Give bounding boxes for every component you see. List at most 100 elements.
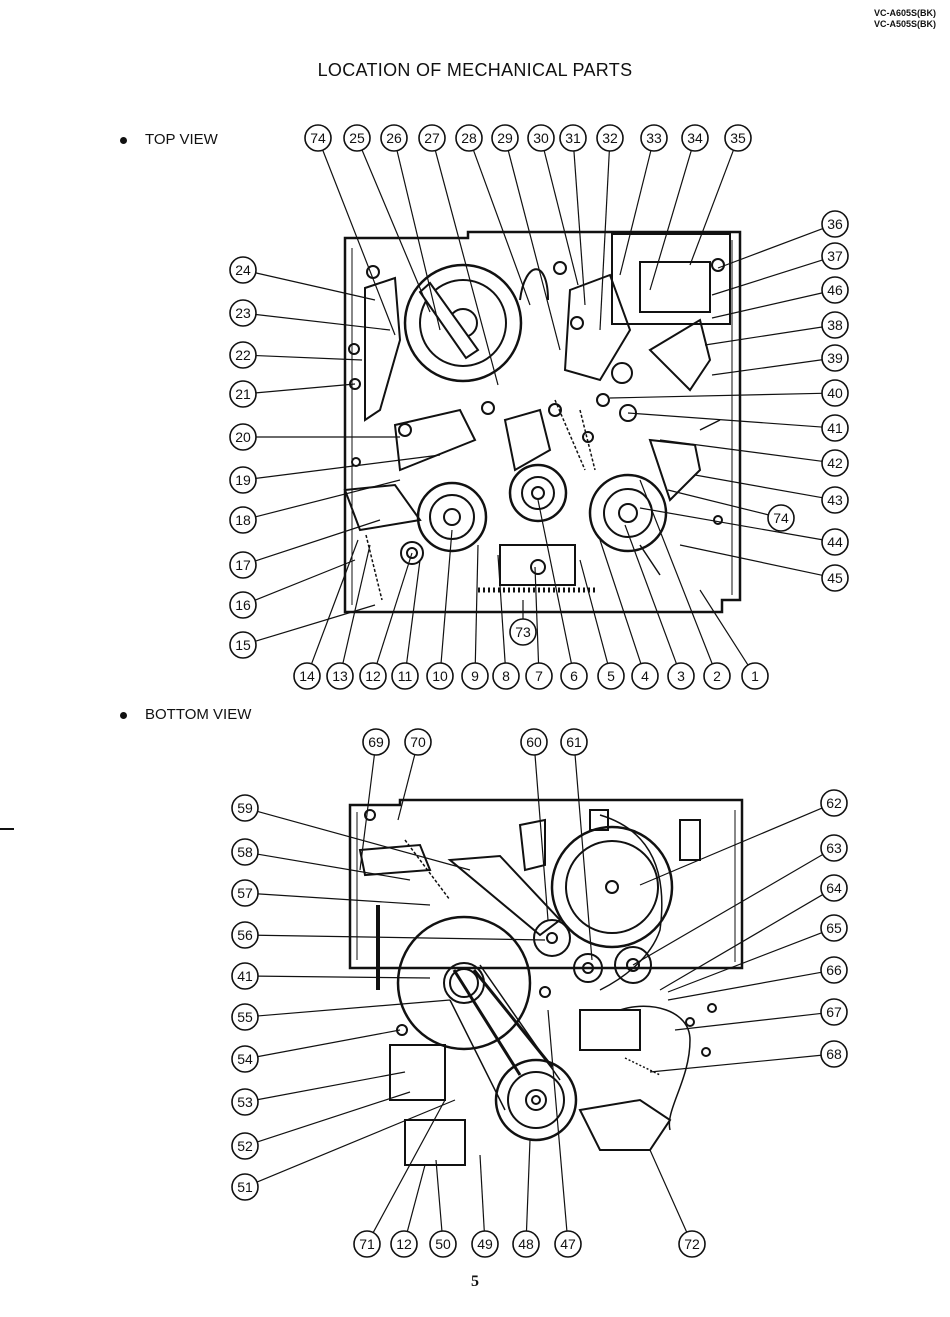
callout-number: 19: [235, 472, 251, 488]
callout-67: 67: [820, 998, 848, 1026]
callout-74: 74: [767, 504, 795, 532]
callout-circle: [231, 1003, 259, 1031]
leader-line-16: [254, 559, 356, 601]
callout-65: 65: [820, 914, 848, 942]
callout-66: 66: [820, 956, 848, 984]
callout-circle: [821, 414, 849, 442]
leader-line-3: [624, 524, 678, 665]
leader-line-66: [667, 971, 822, 1001]
leader-line-38: [704, 326, 823, 346]
callout-30: 30: [527, 124, 555, 152]
callout-circle: [512, 1230, 540, 1258]
callout-number: 63: [826, 840, 842, 856]
callout-number: 16: [235, 597, 251, 613]
leader-line-41: [627, 412, 823, 428]
callout-number: 55: [237, 1009, 253, 1025]
callout-circle: [821, 564, 849, 592]
leader-line-31: [573, 150, 586, 306]
callout-circle: [404, 728, 432, 756]
callout-71: 71: [353, 1230, 381, 1258]
callout-number: 70: [410, 734, 426, 750]
callout-number: 59: [237, 800, 253, 816]
callout-18: 18: [229, 506, 257, 534]
leader-line-22: [255, 354, 363, 361]
leader-line-33: [619, 150, 652, 276]
callout-number: 49: [477, 1236, 493, 1252]
callout-number: 18: [235, 512, 251, 528]
margin-mark: [0, 828, 14, 830]
callout-6: 6: [560, 662, 588, 690]
callout-circle: [231, 1045, 259, 1073]
callout-number: 39: [827, 350, 843, 366]
callout-circle: [429, 1230, 457, 1258]
callout-33: 33: [640, 124, 668, 152]
callout-8: 8: [492, 662, 520, 690]
leader-line-58: [257, 853, 411, 881]
callout-number: 5: [607, 668, 615, 684]
callout-number: 22: [235, 347, 251, 363]
leader-line-1: [699, 589, 749, 666]
callout-20: 20: [229, 423, 257, 451]
leader-line-57: [257, 893, 431, 906]
callout-48: 48: [512, 1230, 540, 1258]
callout-10: 10: [426, 662, 454, 690]
callout-number: 48: [518, 1236, 534, 1252]
callout-circle: [231, 962, 259, 990]
leader-line-37: [711, 259, 823, 296]
callout-49: 49: [471, 1230, 499, 1258]
callout-46: 46: [821, 276, 849, 304]
leader-line-59: [257, 810, 471, 871]
callout-74: 74: [304, 124, 332, 152]
callout-circle: [821, 311, 849, 339]
callout-circle: [390, 1230, 418, 1258]
callout-number: 54: [237, 1051, 253, 1067]
callout-41: 41: [821, 414, 849, 442]
leader-line-7: [534, 566, 540, 664]
callout-circle: [741, 662, 769, 690]
callout-circle: [293, 662, 321, 690]
callout-number: 67: [826, 1004, 842, 1020]
callout-number: 62: [826, 795, 842, 811]
callout-38: 38: [821, 311, 849, 339]
callout-number: 34: [687, 130, 703, 146]
leader-line-27: [434, 150, 499, 386]
leader-line-53: [257, 1071, 406, 1101]
callout-number: 26: [386, 130, 402, 146]
callout-47: 47: [554, 1230, 582, 1258]
page-title: LOCATION OF MECHANICAL PARTS: [317, 60, 633, 80]
callout-circle: [820, 998, 848, 1026]
leader-line-68: [649, 1054, 822, 1073]
leader-line-23: [255, 313, 391, 331]
callout-27: 27: [418, 124, 446, 152]
callout-circle: [391, 662, 419, 690]
callout-circle: [821, 242, 849, 270]
callout-40: 40: [821, 379, 849, 407]
leader-line-65: [667, 932, 823, 993]
callout-circle: [820, 789, 848, 817]
leader-line-51: [256, 1099, 456, 1183]
callout-17: 17: [229, 551, 257, 579]
callout-circle: [821, 210, 849, 238]
callout-number: 4: [641, 668, 649, 684]
callout-number: 9: [471, 668, 479, 684]
callout-35: 35: [724, 124, 752, 152]
leader-line-42: [659, 439, 823, 462]
callout-number: 12: [365, 668, 381, 684]
callout-number: 46: [827, 282, 843, 298]
callout-number: 1: [751, 668, 759, 684]
callout-circle: [559, 124, 587, 152]
leader-line-32: [599, 150, 610, 331]
callout-57: 57: [231, 879, 259, 907]
callout-number: 38: [827, 317, 843, 333]
callout-circle: [554, 1230, 582, 1258]
callout-64: 64: [820, 874, 848, 902]
callout-number: 74: [310, 130, 326, 146]
callout-circle: [229, 551, 257, 579]
callout-circle: [525, 662, 553, 690]
bottom-view-heading: BOTTOM VIEW: [120, 706, 251, 723]
callout-61: 61: [560, 728, 588, 756]
callout-70: 70: [404, 728, 432, 756]
leader-line-35: [689, 149, 734, 266]
callout-circle: [767, 504, 795, 532]
